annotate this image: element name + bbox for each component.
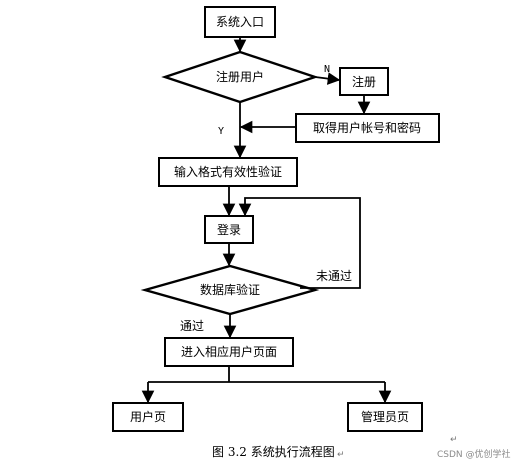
node-db-verify-label: 数据库验证: [200, 282, 260, 297]
edge-label-fail: 未通过: [316, 269, 352, 283]
edge-label-yes: Y: [218, 126, 224, 137]
edge-db-fail-loop: [238, 197, 361, 289]
node-validate-format: 输入格式有效性验证: [158, 157, 298, 187]
node-user-page: 用户页: [112, 402, 184, 432]
edge-label-pass: 通过: [180, 319, 204, 333]
node-register: 注册: [339, 67, 389, 96]
node-login-label: 登录: [217, 222, 241, 237]
node-user-page-label: 用户页: [130, 409, 166, 424]
figure-caption: 图 3.2 系统执行流程图: [212, 444, 335, 459]
node-login: 登录: [204, 215, 254, 244]
caption-return-mark: ↵: [337, 450, 345, 460]
node-get-account-label: 取得用户帐号和密码: [313, 120, 421, 135]
node-enter-page-label: 进入相应用户页面: [181, 344, 277, 359]
node-start-label: 系统入口: [216, 15, 264, 29]
watermark: CSDN @优创学社: [437, 448, 511, 460]
edge-decision-to-register: [314, 72, 341, 85]
node-admin-page: 管理员页: [347, 402, 423, 432]
node-register-label: 注册: [352, 74, 376, 89]
node-register-decision-label: 注册用户: [216, 69, 264, 84]
node-get-account: 取得用户帐号和密码: [295, 113, 440, 143]
node-validate-format-label: 输入格式有效性验证: [174, 164, 282, 179]
node-db-verify: 数据库验证: [140, 264, 320, 316]
node-start: 系统入口: [204, 6, 276, 38]
return-mark: ↵: [450, 435, 458, 445]
node-register-decision: 注册用户: [161, 50, 319, 104]
node-admin-page-label: 管理员页: [361, 409, 409, 424]
node-enter-page: 进入相应用户页面: [164, 337, 294, 367]
edge-label-no: N: [324, 64, 330, 75]
